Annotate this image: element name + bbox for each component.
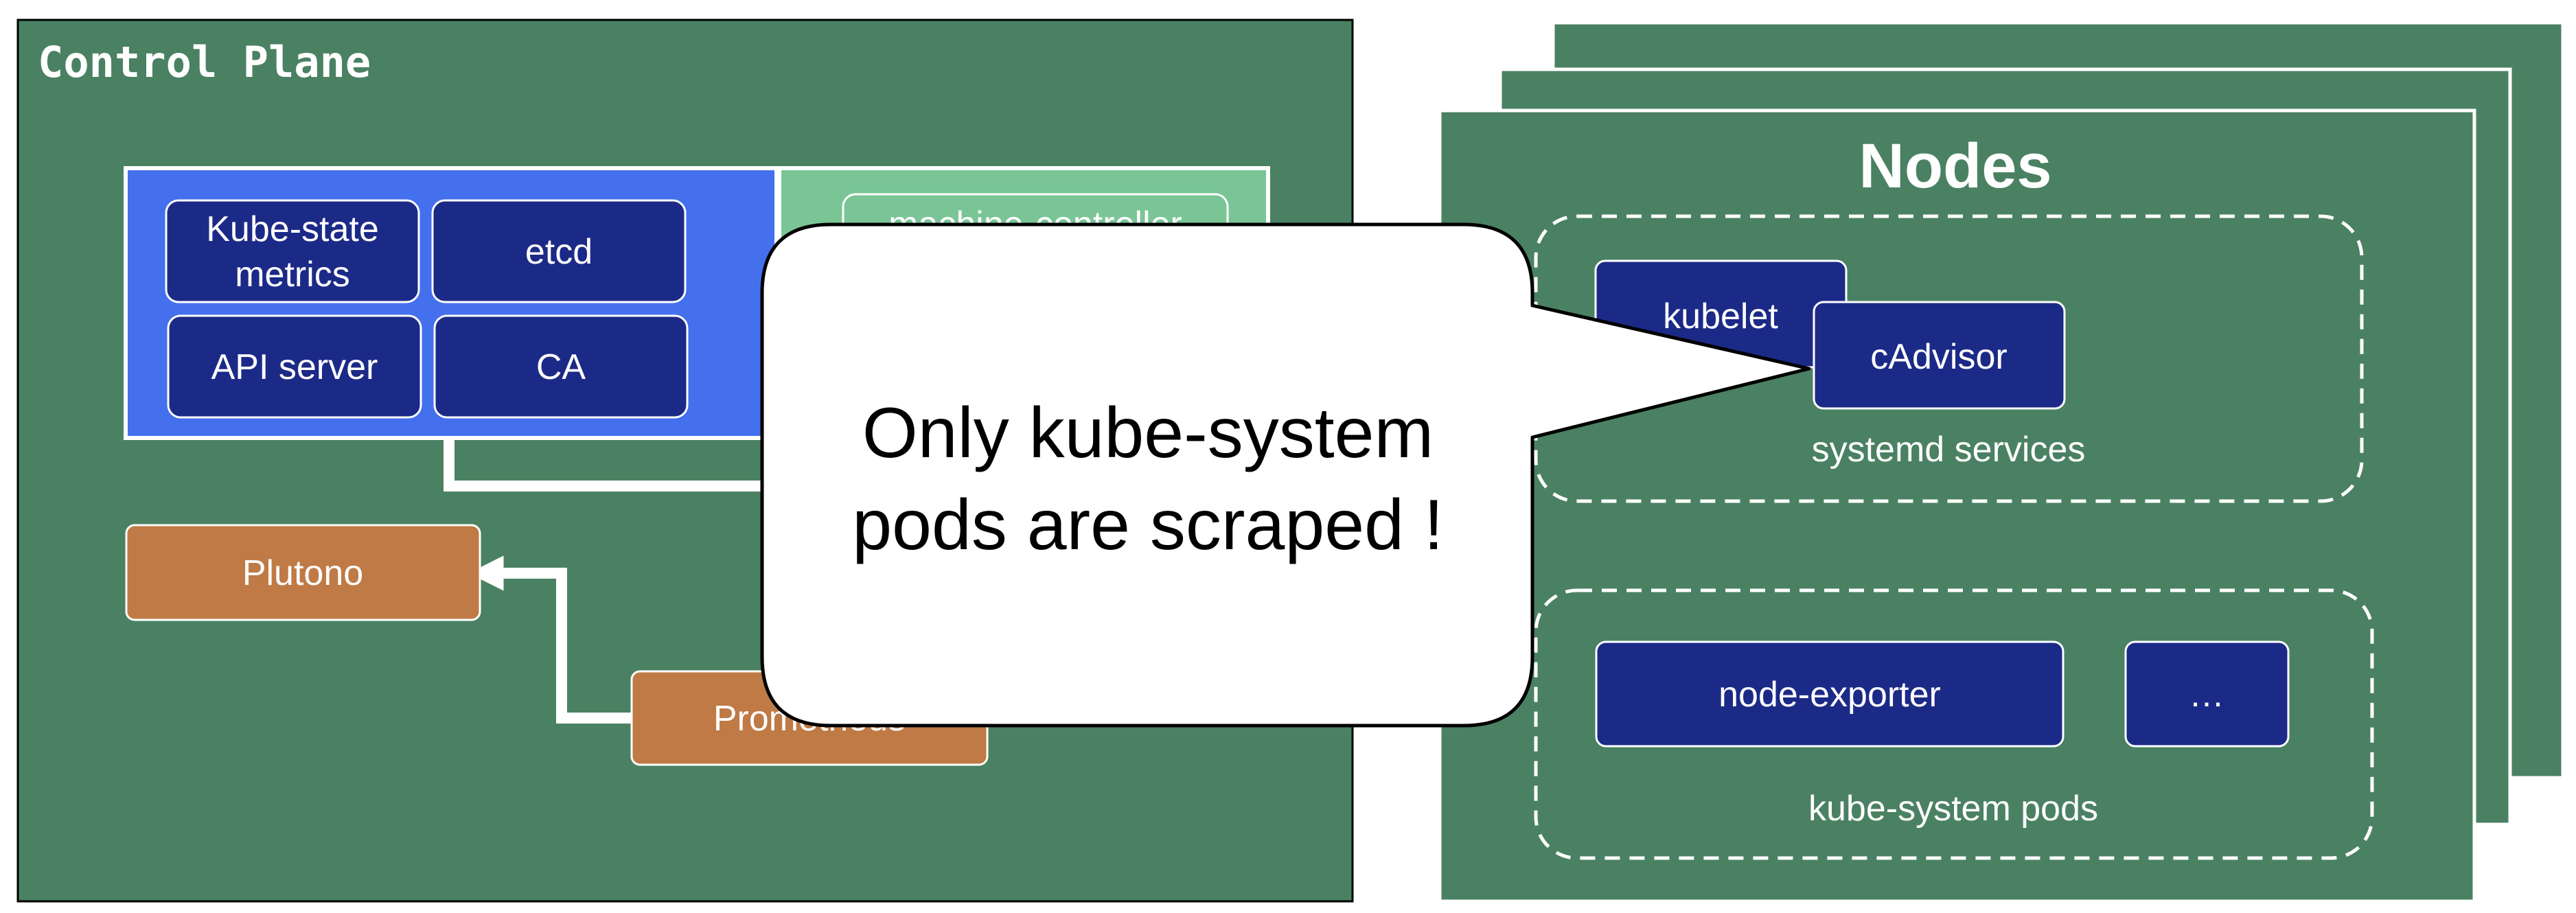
node-exporter-label: node-exporter xyxy=(1718,675,1941,715)
api-server-box: API server xyxy=(167,314,422,419)
prometheus-to-plutono-arrow xyxy=(468,555,634,724)
kube-system-pods-group: node-exporter … kube-system pods xyxy=(1534,588,2374,860)
more-pods-label: … xyxy=(2189,675,2224,715)
kube-state-metrics-label-line2: metrics xyxy=(235,255,350,294)
callout-bubble: Only kube-system pods are scraped ! xyxy=(760,222,1811,728)
cadvisor-label: cAdvisor xyxy=(1870,337,2007,377)
node-card-front xyxy=(1438,108,2476,903)
etcd-box: etcd xyxy=(431,199,687,303)
ca-box: CA xyxy=(433,314,689,419)
callout-text-line2: pods are scraped ! xyxy=(852,485,1443,565)
api-server-label: API server xyxy=(211,347,378,387)
plutono-box: Plutono xyxy=(125,524,481,621)
nodes-title: Nodes xyxy=(1859,131,2051,201)
ca-label: CA xyxy=(536,347,586,387)
kube-state-metrics-box: Kube-state metrics xyxy=(165,199,420,303)
systemd-services-label: systemd services xyxy=(1812,430,2086,470)
kubelet-label: kubelet xyxy=(1663,297,1778,336)
node-exporter-box: node-exporter xyxy=(1595,640,2065,748)
control-plane-scrape-line xyxy=(444,439,776,492)
callout-text-line1: Only kube-system xyxy=(862,393,1434,473)
plutono-label: Plutono xyxy=(242,553,363,593)
kube-state-metrics-label-line1: Kube-state xyxy=(206,209,379,249)
kube-system-pods-label: kube-system pods xyxy=(1808,789,2098,829)
more-pods-box: … xyxy=(2124,640,2290,748)
cadvisor-box: cAdvisor xyxy=(1813,301,2066,410)
control-plane-title: Control Plane xyxy=(38,37,371,87)
etcd-label: etcd xyxy=(525,232,593,272)
